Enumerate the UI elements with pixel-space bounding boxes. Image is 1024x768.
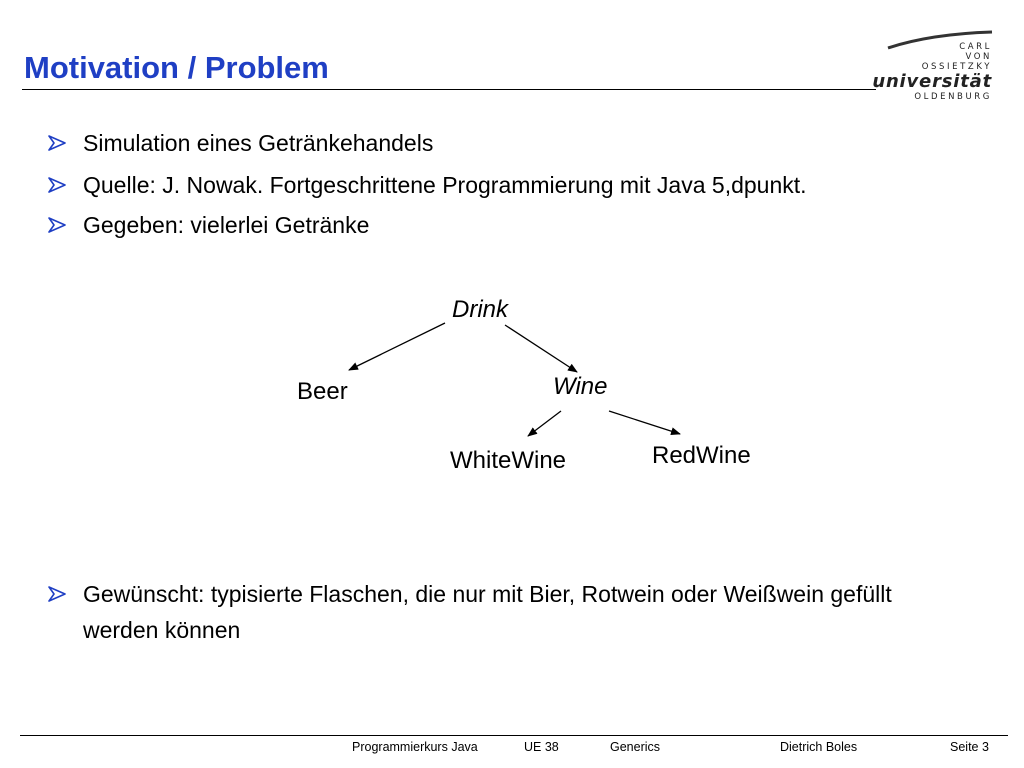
university-logo: CARL VON OSSIETZKY universität OLDENBURG — [872, 30, 1000, 105]
node-beer: Beer — [297, 378, 348, 405]
slide-title: Motivation / Problem — [24, 50, 329, 85]
node-drink: Drink — [452, 296, 509, 323]
logo-text-oldenburg: OLDENBURG — [914, 92, 992, 102]
logo-text-carl: CARL — [959, 42, 992, 52]
title-underline — [22, 89, 876, 90]
node-redwine: RedWine — [652, 442, 751, 469]
arrowhead-bullet-icon — [48, 586, 66, 602]
footer-course: Programmierkurs Java — [352, 740, 478, 754]
logo-text-ossietzky: OSSIETZKY — [921, 62, 992, 72]
footer-unit: UE 38 — [524, 740, 559, 754]
arrowhead-bullet-icon — [48, 177, 66, 193]
arrowhead-bullet-icon — [48, 217, 66, 233]
node-whitewine: WhiteWine — [450, 447, 567, 474]
footer-page: Seite 3 — [950, 740, 989, 754]
edge-wine-whitewine — [527, 410, 562, 437]
edge-drink-wine — [504, 324, 578, 373]
arrowhead-bullet-icon — [48, 135, 66, 151]
logo-text-universitaet: universität — [872, 71, 992, 92]
logo-text-von: VON — [965, 52, 992, 62]
edge-wine-redwine — [608, 410, 681, 436]
bullet-text: Simulation eines Getränkehandels — [83, 130, 434, 156]
node-wine: Wine — [553, 373, 608, 400]
bullet-text: Quelle: J. Nowak. Fortgeschrittene Progr… — [83, 172, 807, 198]
edge-drink-beer — [348, 322, 446, 371]
footer-rule — [20, 735, 1008, 736]
bullet-text: Gegeben: vielerlei Getränke — [83, 212, 370, 238]
logo-swoosh-icon — [887, 30, 993, 50]
footer-topic: Generics — [610, 740, 661, 754]
bullet-text: Gewünscht: typisierte Flaschen, die nur … — [83, 581, 892, 643]
footer-author: Dietrich Boles — [780, 740, 858, 754]
